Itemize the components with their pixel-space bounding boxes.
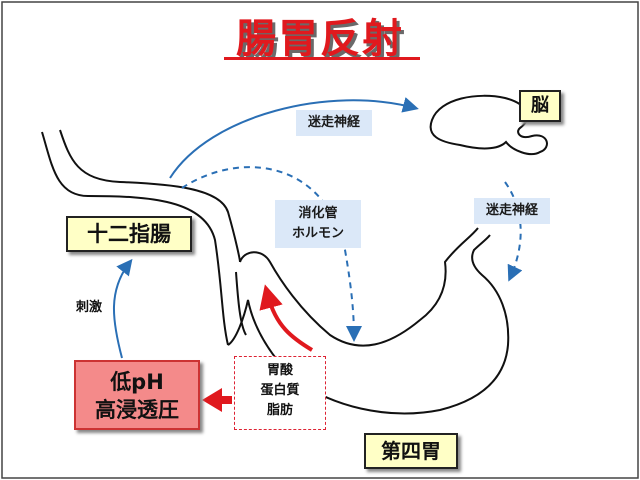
title-underline [224, 57, 420, 60]
stomach-contents-box: 胃酸 蛋白質 脂肪 [234, 356, 326, 430]
vagus-nerve-arrow-up [169, 97, 419, 179]
vagus-nerve-label-top: 迷走神経 [296, 110, 372, 136]
page-title: 腸胃反射 [236, 16, 404, 62]
abomasum-outline-lower [227, 234, 510, 415]
abomasum-outline [239, 227, 479, 347]
stimulus-arrow [112, 258, 133, 359]
vagus-nerve-label-right: 迷走神経 [474, 198, 550, 224]
condition-line1: 低pH [110, 370, 164, 394]
abomasum-pylorus [235, 271, 247, 336]
vagus-nerve-arrow-down [504, 181, 523, 282]
acid-flow-arrow [259, 284, 314, 352]
condition-line2: 高浸透圧 [95, 398, 179, 422]
brain-label: 脳 [519, 90, 561, 122]
abomasum-label: 第四胃 [364, 433, 458, 469]
hormone-label-line1: 消化管 [298, 206, 338, 221]
brain-outline [429, 94, 548, 156]
hormone-label: 消化管 ホルモン [275, 200, 361, 248]
duodenum-tube-outer [41, 131, 229, 346]
contents-line1: 胃酸 [266, 363, 293, 378]
hormone-label-line2: ホルモン [291, 226, 344, 241]
stimulus-label: 刺激 [76, 300, 103, 315]
duodenum-tube-inner [59, 129, 241, 263]
contents-to-condition-arrow [202, 388, 232, 412]
hormone-arrow [181, 166, 362, 342]
condition-box: 低pH 高浸透圧 [74, 360, 200, 430]
contents-line3: 脂肪 [266, 403, 293, 418]
contents-line2: 蛋白質 [260, 383, 300, 398]
duodenum-label: 十二指腸 [66, 216, 192, 252]
